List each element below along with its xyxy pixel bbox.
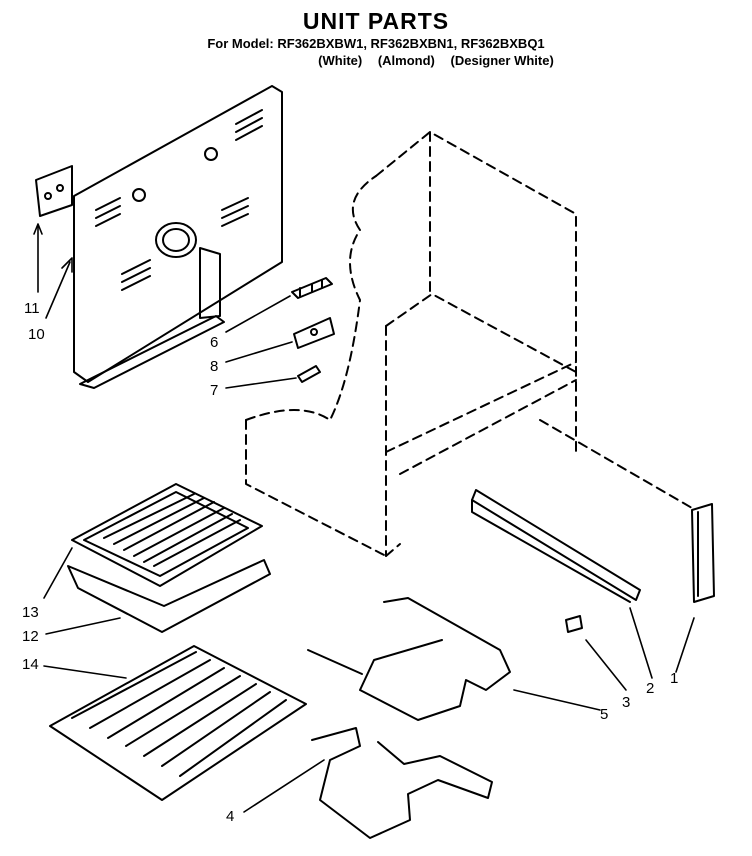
- color-list: (White) (Almond) (Designer White): [60, 53, 752, 68]
- callout-2: 2: [646, 680, 655, 697]
- part-2-rail: [471, 419, 693, 603]
- model-list: For Model: RF362BXBW1, RF362BXBN1, RF362…: [207, 36, 545, 51]
- callout-8: 8: [210, 358, 219, 375]
- callout-7: 7: [210, 382, 219, 399]
- callout-12: 12: [22, 628, 39, 645]
- part-8-bracket: [293, 317, 335, 349]
- callout-1: 1: [670, 670, 679, 687]
- color-designer-white: (Designer White): [450, 53, 554, 68]
- callout-5: 5: [600, 706, 609, 723]
- callout-13: 13: [22, 604, 39, 621]
- part-12-broiler-pan: [67, 559, 271, 633]
- part-14-oven-rack: [49, 645, 307, 801]
- color-white: (White): [318, 53, 363, 68]
- color-almond: (Almond): [377, 53, 435, 68]
- part-3-clip: [565, 615, 583, 633]
- callout-6: 6: [210, 334, 219, 351]
- part-5-broil-element: [307, 597, 511, 721]
- part-1-end-cap: [691, 503, 715, 603]
- part-6-terminal-block: [291, 277, 333, 299]
- callout-14: 14: [22, 656, 39, 673]
- callout-3: 3: [622, 694, 631, 711]
- callout-4: 4: [226, 808, 235, 825]
- oven-cabinet-outline: [245, 131, 577, 557]
- part-7-clip: [297, 365, 321, 383]
- part-4-bake-element: [311, 727, 493, 839]
- callout-10: 10: [28, 326, 45, 343]
- leader-lines: [33, 223, 695, 813]
- part-13-broiler-grid: [71, 483, 263, 587]
- callout-11: 11: [24, 300, 40, 317]
- part-10-back-panel: [73, 85, 283, 389]
- page-title: UNIT PARTS: [302, 8, 450, 34]
- part-11-bracket: [35, 165, 73, 217]
